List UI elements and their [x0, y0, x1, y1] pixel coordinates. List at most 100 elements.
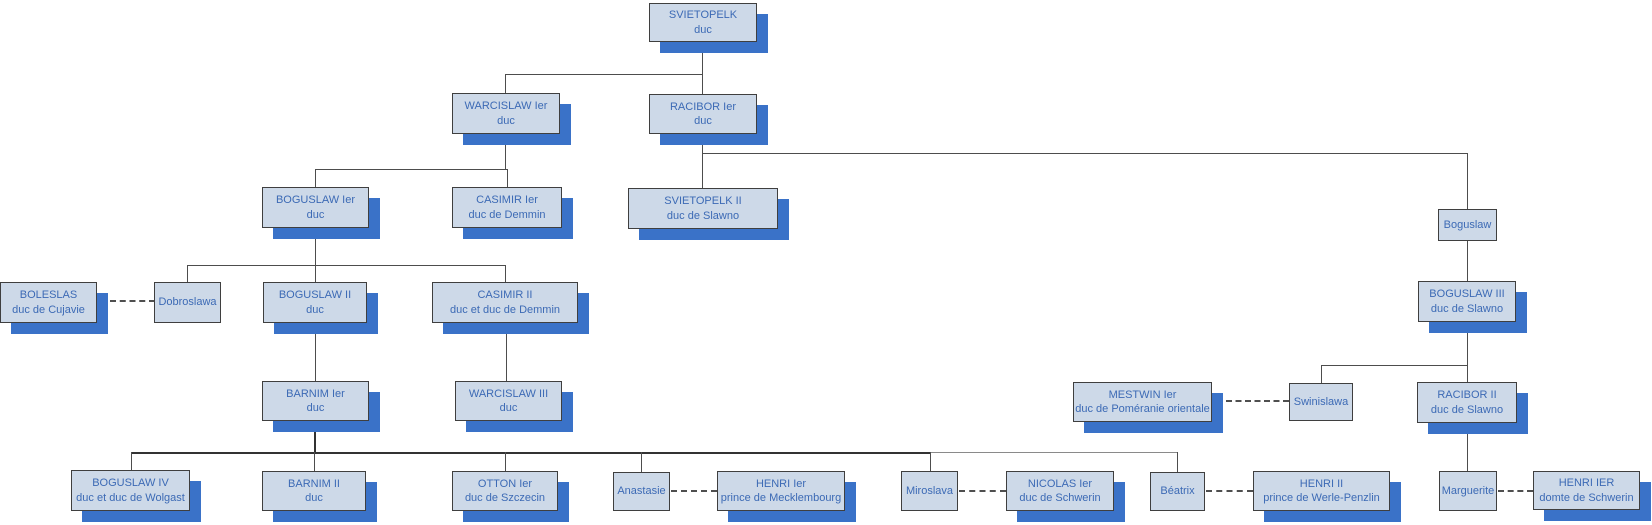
- connector-line: [315, 322, 316, 382]
- node-name-label: HENRI Ier: [755, 477, 807, 490]
- node-name-label: Swinislawa: [1293, 395, 1349, 408]
- node-name-label: Marguerite: [1441, 484, 1495, 497]
- node-name-label: SVIETOPELK: [668, 9, 738, 22]
- node-name-label: MESTWIN Ier: [1108, 388, 1177, 401]
- marriage-dashed-line: [1206, 490, 1253, 492]
- node-title-label: duc: [497, 114, 515, 127]
- node-name-label: BOGUSLAW Ier: [275, 194, 356, 207]
- connector-line: [641, 452, 642, 473]
- connector-line: [315, 169, 508, 170]
- connector-line: [930, 452, 1178, 453]
- node-name-label: BARNIM Ier: [286, 387, 345, 400]
- node-title-label: duc de Cujavie: [12, 303, 85, 316]
- connector-line: [702, 153, 1468, 154]
- connector-line: [930, 452, 931, 472]
- node-henri1_meck[interactable]: HENRI Ier prince de Mecklembourg: [717, 471, 845, 511]
- connector-line: [1467, 153, 1468, 210]
- node-marguerite[interactable]: Marguerite: [1439, 471, 1497, 511]
- connector-line: [506, 322, 507, 382]
- marriage-dashed-line: [671, 490, 717, 492]
- node-barnim1[interactable]: BARNIM Ier duc: [262, 381, 369, 421]
- connector-line: [1467, 241, 1468, 282]
- node-name-label: WARCISLAW Ier: [464, 100, 548, 113]
- node-henri2_werle[interactable]: HENRI II prince de Werle-Penzlin: [1253, 471, 1390, 511]
- connector-line: [187, 265, 188, 283]
- marriage-dashed-line: [1498, 490, 1533, 492]
- node-name-label: BOGUSLAW II: [278, 289, 352, 302]
- node-name-label: BOGUSLAW III: [1429, 288, 1505, 301]
- node-title-label: duc: [694, 115, 712, 127]
- marriage-dashed-line: [110, 300, 155, 302]
- node-title-label: domte de Schwerin: [1539, 491, 1634, 504]
- node-title-label: prince de Mecklembourg: [720, 492, 842, 504]
- node-nicolas1[interactable]: NICOLAS Ier duc de Schwerin: [1006, 471, 1114, 511]
- node-title-label: duc: [306, 402, 325, 414]
- node-title-label: duc de Poméranie orientale: [1075, 403, 1210, 415]
- connector-line: [131, 452, 132, 471]
- node-title-label: prince de Werle-Penzlin: [1263, 492, 1380, 504]
- node-otton1[interactable]: OTTON Ier duc de Szczecin: [452, 471, 558, 511]
- node-name-label: SVIETOPELK II: [664, 195, 742, 208]
- node-name-label: OTTON Ier: [477, 477, 533, 490]
- node-anastasie[interactable]: Anastasie: [613, 472, 670, 511]
- node-title-label: duc de Demmin: [468, 208, 546, 221]
- node-title-label: duc de Slawno: [666, 209, 740, 222]
- marriage-dashed-line: [1226, 400, 1289, 402]
- node-name-label: Dobroslawa: [158, 296, 217, 309]
- connector-line: [131, 452, 931, 454]
- node-title-label: duc: [306, 208, 325, 221]
- connector-line: [1467, 365, 1468, 383]
- node-title-label: duc de Schwerin: [1019, 492, 1101, 504]
- node-name-label: Béatrix: [1160, 485, 1195, 498]
- connector-line: [1467, 422, 1468, 472]
- node-title-label: duc de Slawno: [1430, 403, 1504, 416]
- node-dobroslawa[interactable]: Dobroslawa: [154, 282, 221, 323]
- connector-line: [315, 169, 316, 188]
- node-name-label: Miroslava: [905, 484, 954, 497]
- node-beatrix[interactable]: Béatrix: [1150, 472, 1205, 511]
- node-name-label: HENRI IER: [1558, 477, 1615, 490]
- node-title-label: duc de Szczecin: [464, 492, 546, 504]
- connector-line: [1467, 321, 1468, 366]
- connector-line: [505, 74, 703, 75]
- connector-line: [315, 265, 316, 283]
- node-swinislawa[interactable]: Swinislawa: [1289, 383, 1353, 421]
- node-title-label: duc et duc de Wolgast: [76, 491, 185, 504]
- node-boguslaw_m[interactable]: Boguslaw: [1438, 209, 1497, 241]
- node-name-label: CASIMIR Ier: [476, 194, 538, 207]
- node-name-label: Anastasie: [617, 485, 666, 498]
- node-name-label: CASIMIR II: [477, 289, 533, 302]
- node-name-label: RACIBOR II: [1437, 389, 1497, 402]
- connector-line: [314, 420, 316, 453]
- connector-line: [505, 452, 506, 472]
- node-name-label: Boguslaw: [1443, 218, 1492, 231]
- connector-line: [702, 134, 703, 189]
- node-title-label: duc: [306, 303, 324, 316]
- connector-line: [1177, 452, 1178, 472]
- node-name-label: RACIBOR Ier: [669, 100, 736, 113]
- connector-line: [505, 133, 506, 170]
- node-racibor1[interactable]: RACIBOR Ier duc: [649, 94, 757, 134]
- connector-line: [1321, 365, 1468, 366]
- node-miroslava[interactable]: Miroslava: [901, 471, 958, 511]
- node-name-label: HENRI II: [1299, 477, 1344, 490]
- node-name-label: BARNIM II: [288, 477, 340, 490]
- node-name-label: NICOLAS Ier: [1027, 477, 1093, 490]
- node-mestwin1[interactable]: MESTWIN Ier duc de Poméranie orientale: [1073, 382, 1212, 422]
- connector-line: [507, 169, 508, 188]
- node-name-label: BOLESLAS: [19, 289, 78, 302]
